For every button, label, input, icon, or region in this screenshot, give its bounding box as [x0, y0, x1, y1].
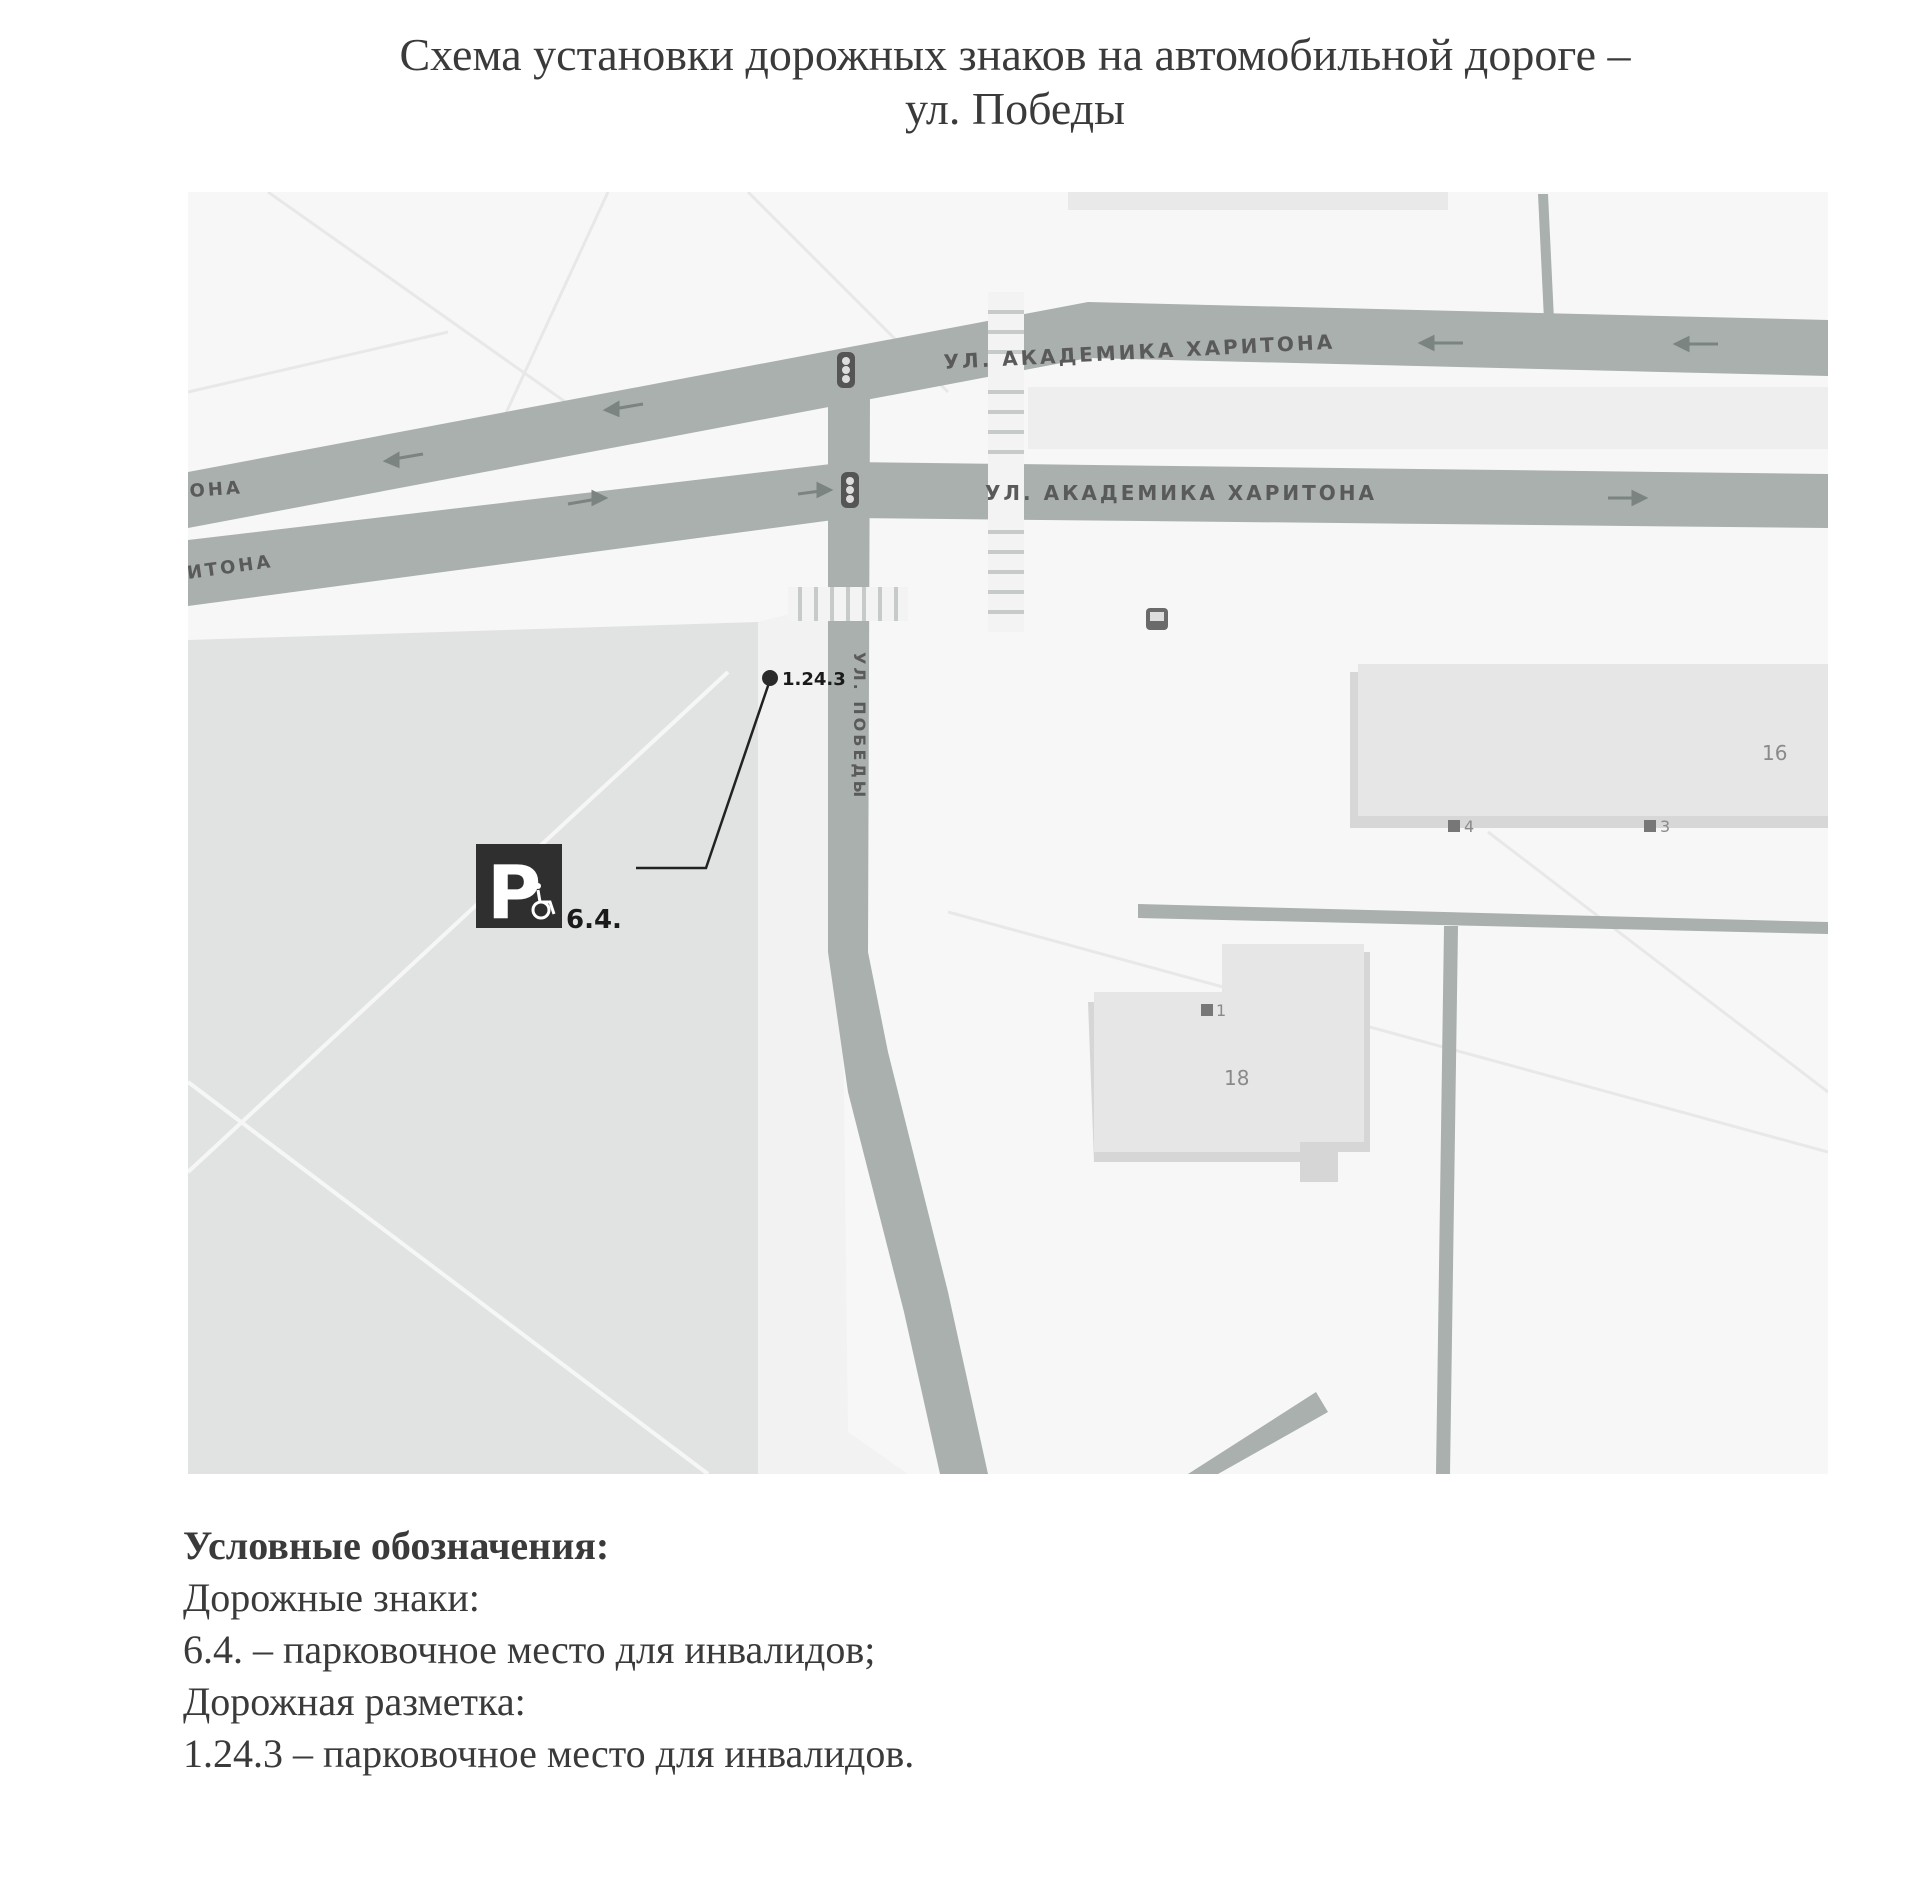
building-number-16: 16 [1762, 741, 1787, 765]
entrance-markers [1201, 820, 1656, 1016]
building-strip [1028, 387, 1828, 449]
traffic-light-icon [837, 352, 855, 388]
marking-point [762, 670, 778, 686]
title-line-2: ул. Победы [904, 83, 1126, 134]
road-kharitona-upper [188, 302, 1828, 528]
crosswalks [788, 292, 1024, 632]
building-number-18: 18 [1224, 1066, 1249, 1090]
document-title: Схема установки дорожных знаков на автом… [0, 28, 1920, 136]
marking-label-1-24-3: 1.24.3 [782, 669, 846, 690]
disabled-parking-sign-icon: P [476, 844, 562, 936]
entrance-number-3: 3 [1660, 817, 1670, 836]
title-line-1: Схема установки дорожных знаков на автом… [399, 29, 1631, 80]
street-label-pobedy: УЛ. ПОБЕДЫ [850, 652, 869, 800]
legend-sign-item: 6.4. – парковочное место для инвалидов; [183, 1627, 876, 1672]
building-16 [1350, 664, 1828, 828]
direction-arrows [382, 334, 1718, 507]
legend-signs-heading: Дорожные знаки: [183, 1575, 480, 1620]
building-top [1068, 192, 1448, 210]
legend-marking-item: 1.24.3 – парковочное место для инвалидов… [183, 1731, 915, 1776]
sidewalk [758, 602, 908, 1474]
crosswalk-stripes [798, 310, 1024, 621]
building-18 [1088, 944, 1370, 1182]
legend: Условные обозначения: Дорожные знаки: 6.… [183, 1520, 914, 1780]
entrance-number-1: 1 [1216, 1001, 1226, 1020]
map: УЛ. АКАДЕМИКА ХАРИТОНА УЛ. АКАДЕМИКА ХАР… [188, 192, 1828, 1474]
road-south-spur [1436, 926, 1458, 1474]
road-north-spur [1538, 194, 1554, 320]
road-pobedy [828, 352, 988, 1474]
wheelchair-icon [531, 889, 556, 920]
sign-code-6-4: 6.4. [566, 905, 622, 935]
legend-marking-heading: Дорожная разметка: [183, 1679, 526, 1724]
background-lines [188, 192, 1828, 1154]
road-east-inner [1138, 904, 1828, 934]
crosswalk-vertical [988, 292, 1024, 632]
street-label-kharitona-left-upper: ОНА [189, 477, 244, 502]
street-label-kharitona-lower: УЛ. АКАДЕМИКА ХАРИТОНА [985, 481, 1377, 505]
legend-heading: Условные обозначения: [183, 1523, 610, 1568]
sign-letter: P [487, 850, 541, 936]
leader-line [636, 679, 772, 870]
parking-lot [188, 622, 758, 1474]
entrance-number-4: 4 [1464, 817, 1474, 836]
lot-lines [188, 670, 730, 1474]
road-southeast [1188, 1392, 1328, 1474]
map-canvas: УЛ. АКАДЕМИКА ХАРИТОНА УЛ. АКАДЕМИКА ХАР… [188, 192, 1828, 1474]
bus-stop-icon [1146, 608, 1168, 630]
traffic-light-icon [841, 472, 859, 508]
